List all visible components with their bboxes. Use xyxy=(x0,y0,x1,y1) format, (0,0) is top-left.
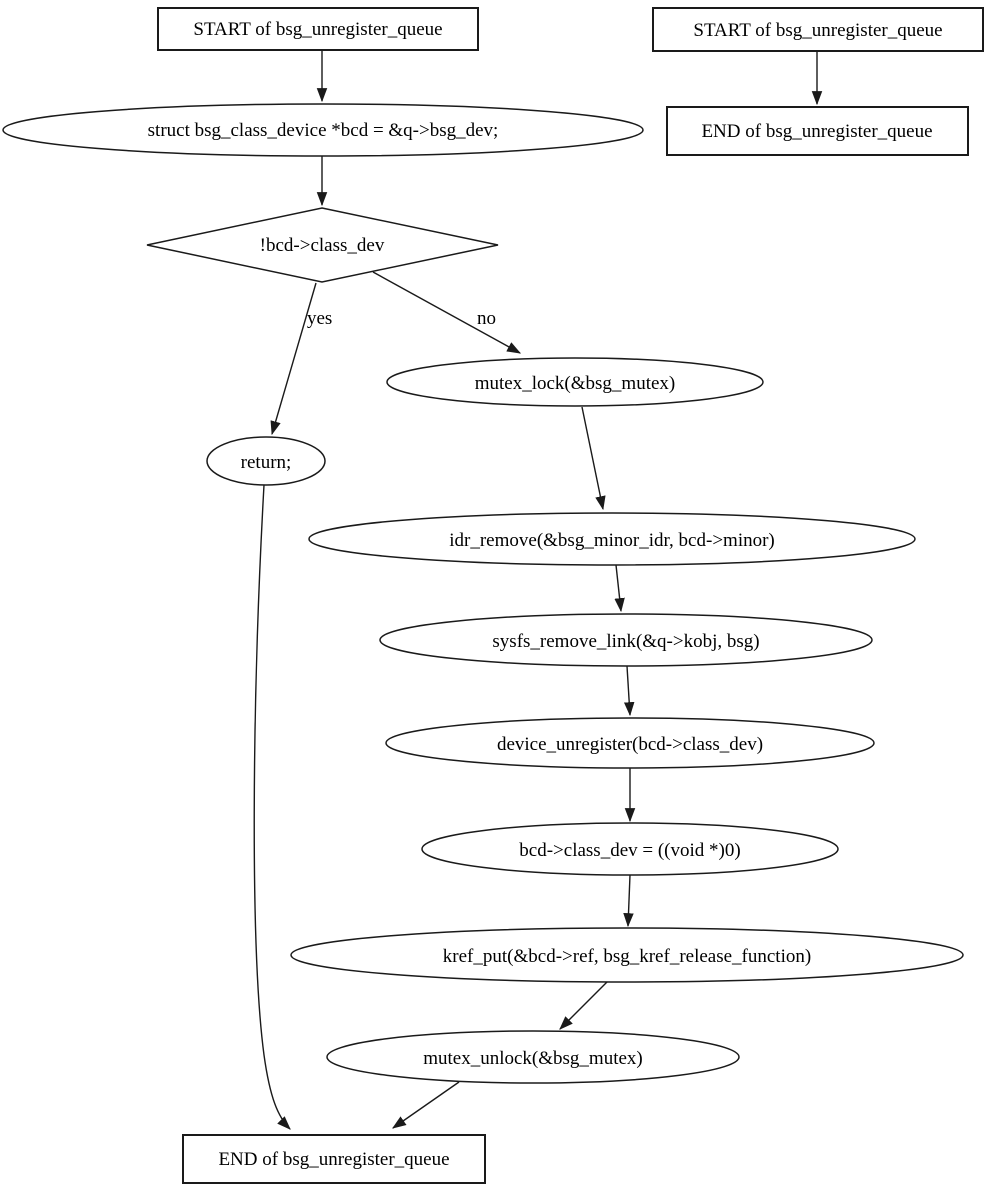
node-shape-return xyxy=(206,436,326,486)
edge-cond-no-to-mutex-lock xyxy=(372,271,522,354)
edge-cond-yes-to-return xyxy=(270,282,317,436)
flowchart-node-mutex-lock: mutex_lock(&bsg_mutex) xyxy=(386,357,764,407)
node-shape-sysfs-remove-link xyxy=(379,613,873,667)
flowchart-node-device-unregister: device_unregister(bcd->class_dev) xyxy=(385,717,875,769)
flowchart-node-start-main: START of bsg_unregister_queue xyxy=(157,7,479,51)
flowchart-node-idr-remove: idr_remove(&bsg_minor_idr, bcd->minor) xyxy=(308,512,916,566)
flowchart-node-end-main: END of bsg_unregister_queue xyxy=(182,1134,486,1184)
node-shape-start-main xyxy=(157,7,479,51)
node-label-start-stub: START of bsg_unregister_queue xyxy=(693,20,942,41)
node-label-end-main: END of bsg_unregister_queue xyxy=(218,1149,449,1170)
node-shape-kref-put xyxy=(290,927,964,983)
node-label-device-unregister: device_unregister(bcd->class_dev) xyxy=(497,734,763,755)
node-label-start-main: START of bsg_unregister_queue xyxy=(193,19,442,40)
flowchart-node-start-stub: START of bsg_unregister_queue xyxy=(652,7,984,52)
flowchart-node-end-stub: END of bsg_unregister_queue xyxy=(666,106,969,156)
node-label-mutex-unlock: mutex_unlock(&bsg_mutex) xyxy=(423,1048,643,1069)
flowchart-node-null-assign: bcd->class_dev = ((void *)0) xyxy=(421,822,839,876)
node-label-idr-remove: idr_remove(&bsg_minor_idr, bcd->minor) xyxy=(449,530,775,551)
edge-null-assign-to-kref-put xyxy=(623,874,634,928)
edge-label-yes: yes xyxy=(307,308,332,329)
node-shape-mutex-lock xyxy=(386,357,764,407)
flowchart-node-mutex-unlock: mutex_unlock(&bsg_mutex) xyxy=(326,1030,740,1084)
node-label-decl: struct bsg_class_device *bcd = &q->bsg_d… xyxy=(148,120,499,141)
edge-sysfs-remove-link-to-device-unregister xyxy=(623,665,635,717)
node-shape-mutex-unlock xyxy=(326,1030,740,1084)
edge-kref-put-to-mutex-unlock xyxy=(559,981,608,1030)
node-label-mutex-lock: mutex_lock(&bsg_mutex) xyxy=(475,373,676,394)
flowchart-node-sysfs-remove-link: sysfs_remove_link(&q->kobj, bsg) xyxy=(379,613,873,667)
edge-idr-remove-to-sysfs-remove-link xyxy=(614,564,625,613)
node-shape-device-unregister xyxy=(385,717,875,769)
flowchart-node-cond: !bcd->class_dev xyxy=(146,207,499,283)
node-shape-null-assign xyxy=(421,822,839,876)
node-shape-decl xyxy=(2,103,644,157)
flowchart-node-decl: struct bsg_class_device *bcd = &q->bsg_d… xyxy=(2,103,644,157)
node-label-sysfs-remove-link: sysfs_remove_link(&q->kobj, bsg) xyxy=(492,631,759,652)
node-shape-idr-remove xyxy=(308,512,916,566)
node-shape-cond xyxy=(146,207,499,283)
edge-mutex-unlock-to-end-main xyxy=(392,1081,460,1129)
node-label-cond: !bcd->class_dev xyxy=(260,235,385,256)
node-shape-end-main xyxy=(182,1134,486,1184)
node-label-null-assign: bcd->class_dev = ((void *)0) xyxy=(519,840,740,861)
flowchart-node-kref-put: kref_put(&bcd->ref, bsg_kref_release_fun… xyxy=(290,927,964,983)
node-shape-start-stub xyxy=(652,7,984,52)
node-label-end-stub: END of bsg_unregister_queue xyxy=(701,121,932,142)
node-label-return: return; xyxy=(241,452,292,473)
node-label-kref-put: kref_put(&bcd->ref, bsg_kref_release_fun… xyxy=(443,946,811,967)
node-shape-end-stub xyxy=(666,106,969,156)
edge-label-no: no xyxy=(477,308,496,329)
edge-return-to-end-main xyxy=(253,484,291,1130)
edge-mutex-lock-to-idr-remove xyxy=(581,406,606,511)
flowchart-node-return: return; xyxy=(206,436,326,486)
